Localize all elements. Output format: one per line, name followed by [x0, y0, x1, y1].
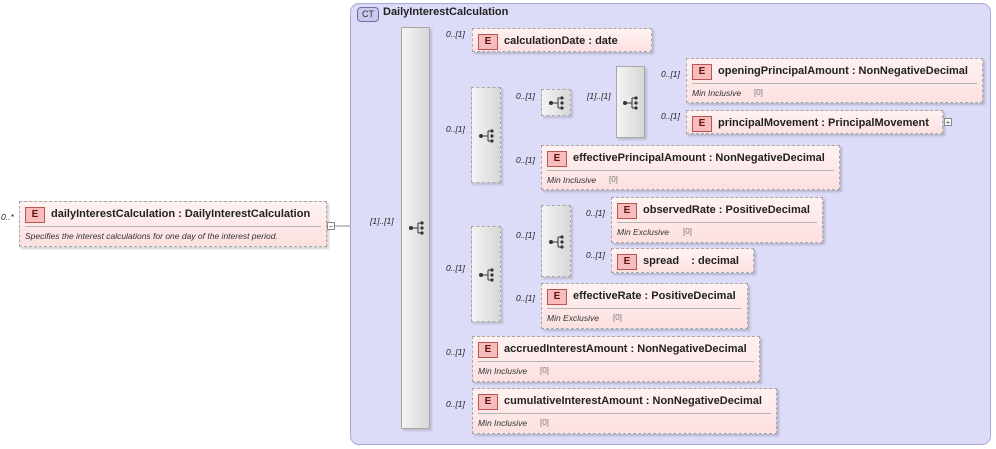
spread-cardinality: 0..[1]: [586, 250, 605, 260]
facet-value: [0]: [540, 366, 549, 375]
rate-sequence-compositor[interactable]: [471, 226, 501, 322]
element-name: accruedInterestAmount : NonNegativeDecim…: [504, 343, 747, 355]
root-cardinality: 0..*: [1, 212, 14, 222]
cumulative-interest-amount-cardinality: 0..[1]: [446, 399, 465, 409]
facet-value: [0]: [540, 418, 549, 427]
effective-rate-cardinality: 0..[1]: [516, 293, 535, 303]
element-name: effectiveRate : PositiveDecimal: [573, 290, 736, 302]
separator: [547, 308, 742, 309]
spread-element[interactable]: E spread : decimal: [611, 248, 754, 273]
complex-type-title: DailyInterestCalculation: [383, 6, 509, 18]
calculation-date-element[interactable]: E calculationDate : date: [472, 28, 652, 52]
element-name: effectivePrincipalAmount : NonNegativeDe…: [573, 152, 825, 164]
principal-movement-element[interactable]: E principalMovement : PrincipalMovement: [686, 110, 943, 134]
facet-value: [0]: [609, 175, 618, 184]
element-name: observedRate : PositiveDecimal: [643, 204, 810, 216]
facet-label: Min Inclusive: [478, 418, 528, 428]
rate-inner-sequence-cardinality: 0..[1]: [516, 230, 535, 240]
facet-value: [0]: [754, 88, 763, 97]
separator: [617, 222, 817, 223]
element-badge: E: [25, 207, 45, 223]
opening-principal-amount-cardinality: 0..[1]: [661, 69, 680, 79]
sequence-icon: [409, 221, 424, 235]
principal-innermost-sequence-compositor[interactable]: [616, 66, 645, 138]
sequence-icon: [479, 268, 494, 282]
element-badge: E: [692, 116, 712, 132]
sequence-icon: [623, 96, 638, 110]
element-badge: E: [617, 254, 637, 270]
element-badge: E: [478, 394, 498, 410]
cumulative-interest-amount-element[interactable]: E cumulativeInterestAmount : NonNegative…: [472, 388, 777, 434]
principal-movement-cardinality: 0..[1]: [661, 111, 680, 121]
element-name: cumulativeInterestAmount : NonNegativeDe…: [504, 395, 762, 407]
element-badge: E: [478, 34, 498, 50]
facet-label: Min Inclusive: [692, 88, 742, 98]
complex-type-badge: CT: [357, 7, 379, 22]
rate-inner-sequence-compositor[interactable]: [541, 205, 571, 277]
separator: [692, 83, 977, 84]
element-badge: E: [478, 342, 498, 358]
principal-innermost-sequence-cardinality: [1]..[1]: [587, 91, 611, 101]
sequence-icon: [479, 129, 494, 143]
facet-label: Min Inclusive: [547, 175, 597, 185]
sequence-icon: [549, 235, 564, 249]
separator: [25, 226, 321, 227]
rate-sequence-cardinality: 0..[1]: [446, 263, 465, 273]
effective-principal-amount-cardinality: 0..[1]: [516, 155, 535, 165]
root-element[interactable]: E dailyInterestCalculation : DailyIntere…: [19, 201, 327, 247]
collapse-toggle-icon[interactable]: −: [327, 222, 335, 231]
sequence-icon: [549, 96, 564, 110]
facet-value: [0]: [683, 227, 692, 236]
principal-inner-sequence-cardinality: 0..[1]: [516, 91, 535, 101]
accrued-interest-amount-element[interactable]: E accruedInterestAmount : NonNegativeDec…: [472, 336, 760, 382]
effective-principal-amount-element[interactable]: E effectivePrincipalAmount : NonNegative…: [541, 145, 840, 190]
accrued-interest-amount-cardinality: 0..[1]: [446, 347, 465, 357]
element-name: calculationDate : date: [504, 35, 618, 47]
facet-label: Min Exclusive: [617, 227, 669, 237]
opening-principal-amount-element[interactable]: E openingPrincipalAmount : NonNegativeDe…: [686, 58, 983, 103]
main-sequence-compositor[interactable]: [401, 27, 430, 429]
principal-inner-sequence-compositor[interactable]: [541, 89, 571, 116]
element-name: dailyInterestCalculation : DailyInterest…: [51, 208, 311, 220]
main-sequence-cardinality: [1]..[1]: [370, 216, 394, 226]
observed-rate-cardinality: 0..[1]: [586, 208, 605, 218]
element-badge: E: [547, 151, 567, 167]
facet-value: [0]: [613, 313, 622, 322]
facet-label: Min Inclusive: [478, 366, 528, 376]
element-name: principalMovement : PrincipalMovement: [718, 117, 929, 129]
element-name: spread : decimal: [643, 255, 739, 267]
observed-rate-element[interactable]: E observedRate : PositiveDecimal Min Exc…: [611, 197, 823, 243]
separator: [478, 361, 754, 362]
facet-label: Min Exclusive: [547, 313, 599, 323]
principal-sequence-compositor[interactable]: [471, 87, 501, 183]
element-badge: E: [692, 64, 712, 80]
calculation-date-cardinality: 0..[1]: [446, 29, 465, 39]
element-documentation: Specifies the interest calculations for …: [25, 231, 278, 241]
element-badge: E: [617, 203, 637, 219]
expand-toggle-icon[interactable]: +: [944, 118, 952, 127]
element-name: openingPrincipalAmount : NonNegativeDeci…: [718, 65, 968, 77]
effective-rate-element[interactable]: E effectiveRate : PositiveDecimal Min Ex…: [541, 283, 748, 329]
principal-sequence-cardinality: 0..[1]: [446, 124, 465, 134]
element-badge: E: [547, 289, 567, 305]
separator: [478, 413, 771, 414]
separator: [547, 170, 834, 171]
